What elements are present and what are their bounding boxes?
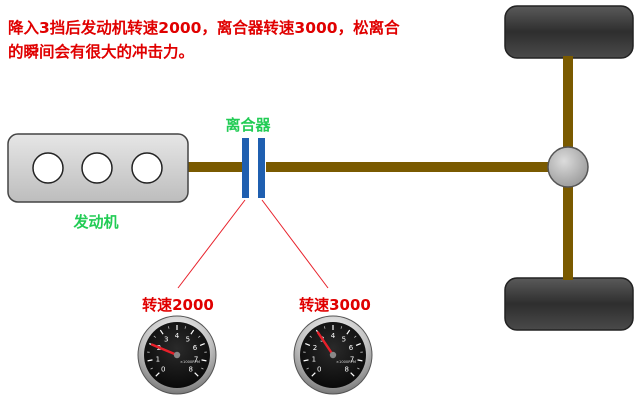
engine-cylinder-2 (81, 152, 113, 184)
gauge-tick-mark (303, 359, 309, 362)
gauge-tick-label: 5 (186, 335, 190, 343)
gauge-unit-label-right: ×1000RPM (336, 360, 356, 364)
gauge-tick-mark (190, 329, 195, 335)
gauge-tick-label: 6 (193, 344, 198, 352)
engine-cylinder-3 (131, 152, 163, 184)
gauge-tick-label: 7 (194, 355, 198, 363)
gauge-tick-label: 1 (312, 355, 316, 363)
callout-line-left (177, 199, 246, 289)
gauge-tick-label: 6 (349, 344, 354, 352)
engine-label: 发动机 (72, 213, 118, 231)
gauge-minor-tick (184, 326, 187, 329)
gauge-minor-tick (357, 367, 360, 370)
gauge-tick-mark (357, 359, 363, 362)
drive-shaft-left (188, 162, 242, 172)
gauge-tick-label: 8 (345, 365, 349, 373)
tachometer-right: 012345678×1000RPM (293, 315, 373, 395)
gauge-tick-mark (147, 359, 153, 362)
clutch-plate-engine-side (242, 138, 249, 198)
drive-shaft-right (266, 162, 552, 172)
gauge-tick-label: 0 (317, 365, 321, 373)
gauge-tick-mark (355, 342, 361, 346)
gauge-tick-label: 4 (175, 332, 180, 340)
clutch-plate-gearbox-side (258, 138, 265, 198)
gauge-tick-label: 8 (189, 365, 193, 373)
gauge-tick-mark (199, 342, 205, 346)
callout-line-right (261, 199, 329, 289)
caption-line-1: 降入3挡后发动机转速2000，离合器转速3000，松离合 (8, 19, 400, 37)
gauge-tick-mark (155, 372, 160, 377)
needle-left (150, 343, 179, 357)
clutch-label: 离合器 (225, 116, 271, 134)
differential-hub (547, 146, 589, 188)
gauge-minor-tick (167, 326, 170, 329)
engine-cylinder-1 (32, 152, 64, 184)
tachometer-left: 012345678×1000RPM (137, 315, 217, 395)
gauge-minor-tick (340, 326, 343, 329)
wheel-bottom (504, 277, 634, 331)
gauge-tick-mark (201, 359, 207, 362)
gauge-tick-label: 0 (161, 365, 165, 373)
gauge-tick-mark (159, 329, 164, 335)
caption-text: 降入3挡后发动机转速2000，离合器转速3000，松离合 的瞬间会有很大的冲击力… (8, 16, 498, 64)
gauge-tick-label: 7 (350, 355, 354, 363)
gauge-tick-label: 5 (342, 335, 346, 343)
gauge-tick-mark (194, 372, 199, 377)
speed-label-right: 转速3000 (299, 296, 371, 314)
gauge-tick-mark (311, 372, 316, 377)
gauge-unit-label-left: ×1000RPM (180, 360, 200, 364)
gauge-tick-mark (350, 372, 355, 377)
needle-right (316, 331, 335, 357)
wheel-top (504, 5, 634, 59)
gauge-minor-tick (306, 367, 309, 370)
gauge-tick-label: 4 (331, 332, 336, 340)
gauge-minor-tick (198, 335, 201, 338)
gauge-tick-label: 1 (156, 355, 160, 363)
gauge-minor-tick (201, 367, 204, 370)
gauge-minor-tick (150, 367, 153, 370)
speed-label-left: 转速2000 (142, 296, 214, 314)
gauge-minor-tick (323, 326, 326, 329)
caption-line-2: 的瞬间会有很大的冲击力。 (8, 43, 195, 61)
gauge-tick-label: 2 (313, 344, 317, 352)
gauge-tick-mark (346, 329, 351, 335)
gauge-minor-tick (309, 335, 312, 338)
gauge-minor-tick (354, 335, 357, 338)
gauge-tick-mark (305, 342, 311, 346)
gauge-minor-tick (153, 335, 156, 338)
gauge-tick-label: 3 (164, 335, 168, 343)
